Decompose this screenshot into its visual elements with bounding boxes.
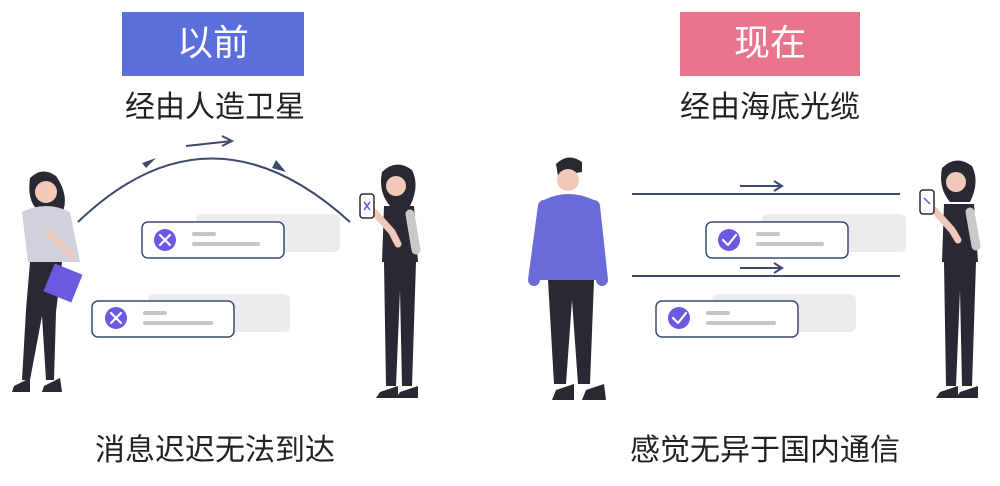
now-banner: 现在 <box>680 12 860 76</box>
arc-arrow-top <box>185 135 235 147</box>
before-banner: 以前 <box>122 12 304 76</box>
delivered-message-card-2 <box>655 294 856 338</box>
woman-receiver-figure-1 <box>359 164 421 398</box>
cable-line-top <box>632 180 900 195</box>
woman-receiver-figure-2 <box>919 160 981 398</box>
phone-icon <box>359 193 375 219</box>
now-subtitle: 经由海底光缆 <box>680 90 860 125</box>
x-circle-icon <box>105 307 127 329</box>
woman-sender-figure <box>12 171 83 392</box>
before-caption: 消息迟迟无法到达 <box>95 433 335 468</box>
arc-arrow-small <box>142 158 156 168</box>
arc-arrow-right <box>272 160 286 172</box>
failed-message-card-1 <box>141 214 340 259</box>
x-circle-icon <box>154 229 176 251</box>
before-subtitle: 经由人造卫星 <box>125 90 305 125</box>
failed-message-card-2 <box>91 294 290 338</box>
check-circle-icon <box>718 229 740 251</box>
check-circle-icon <box>668 307 690 329</box>
phone-icon <box>919 189 935 215</box>
cable-line-bottom <box>632 262 900 277</box>
satellite-arc <box>77 157 351 223</box>
tablet-icon <box>43 263 83 303</box>
delivered-message-card-1 <box>705 214 906 259</box>
now-caption: 感觉无异于国内通信 <box>630 433 900 468</box>
man-sender-figure <box>528 157 608 400</box>
